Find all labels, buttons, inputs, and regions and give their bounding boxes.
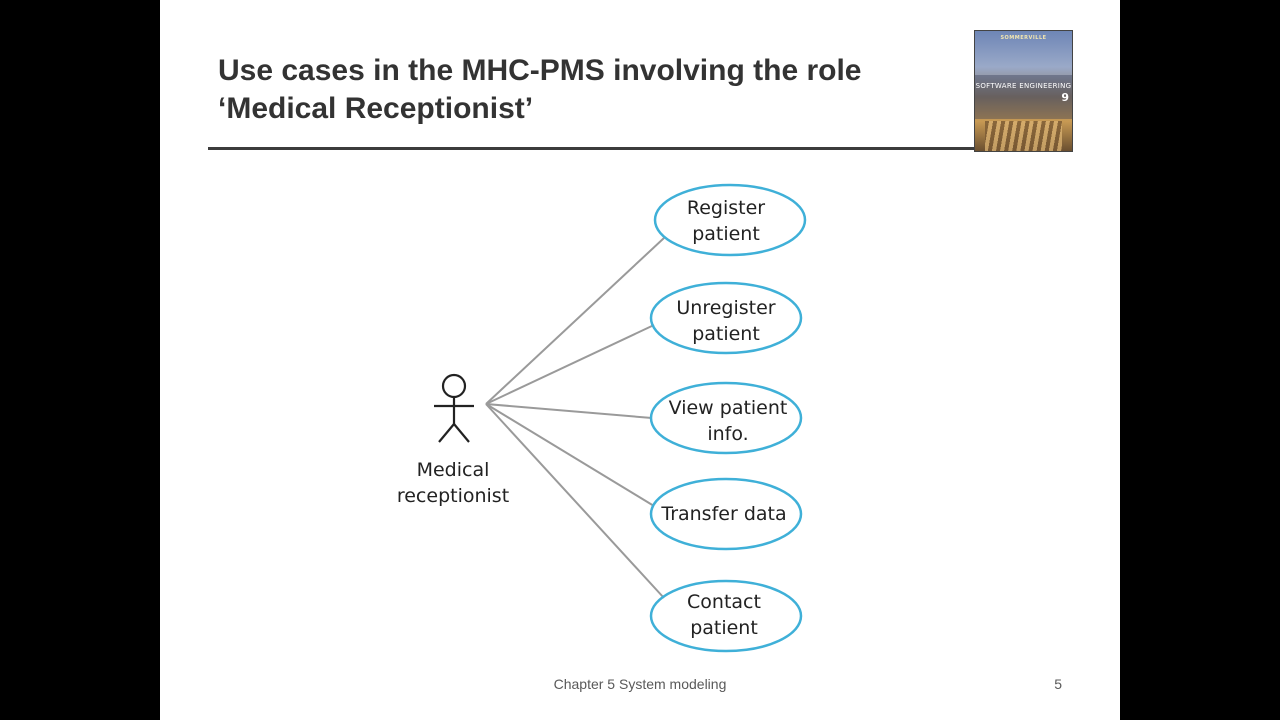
use-case-register-patient: Register patient (653, 183, 807, 257)
title-line-1: Use cases in the MHC-PMS involving the r… (218, 54, 862, 87)
book-cover-author: SOMMERVILLE (1000, 35, 1047, 41)
use-case-diagram: Medical receptionist Register patient Un… (397, 183, 807, 653)
actor-right-leg (453, 423, 470, 443)
actor-label-line1: Medical (417, 459, 490, 481)
slide-title: Use cases in the MHC-PMS involving the r… (218, 52, 958, 128)
title-line-2: ‘Medical Receptionist’ (218, 92, 534, 125)
use-case-ellipse (653, 183, 807, 257)
slide-footer: Chapter 5 System modeling (553, 676, 727, 692)
use-case-label-line1: Unregister (676, 297, 775, 319)
use-case-label-line2: patient (692, 223, 760, 245)
connector-transfer (485, 403, 655, 507)
use-case-label-line2: patient (692, 323, 760, 345)
book-cover-image: SOMMERVILLE SOFTWARE ENGINEERING 9 (974, 30, 1073, 152)
use-case-label-line2: info. (707, 423, 748, 445)
slide: Use cases in the MHC-PMS involving the r… (160, 0, 1120, 720)
connector-register (485, 237, 665, 405)
use-case-ellipse (649, 579, 803, 653)
book-cover-band (975, 75, 1072, 119)
connector-contact (485, 403, 665, 599)
book-cover-title: SOFTWARE ENGINEERING (975, 82, 1072, 90)
use-case-label-line1: Register (687, 197, 765, 219)
use-case-ellipse (649, 477, 803, 551)
use-case-ellipse (649, 281, 803, 355)
connector-unregister (485, 324, 655, 405)
use-case-label-line1: Transfer data (660, 503, 786, 525)
title-divider (208, 147, 974, 150)
actor-stick-figure (434, 373, 474, 443)
use-case-contact-patient: Contact patient (649, 579, 803, 653)
book-cover-artwork (985, 121, 1062, 151)
book-cover-edition: 9 (1061, 91, 1069, 104)
use-case-unregister-patient: Unregister patient (649, 281, 803, 355)
use-case-transfer-data: Transfer data (649, 477, 803, 551)
connectors (485, 237, 665, 599)
actor-head (441, 373, 467, 399)
use-case-label-line1: View patient (669, 397, 788, 419)
connector-view (485, 403, 653, 419)
use-case-label-line2: patient (690, 617, 758, 639)
actor-label-line2: receptionist (397, 485, 509, 507)
use-case-view-patient-info: View patient info. (649, 381, 803, 455)
use-case-label-line1: Contact (687, 591, 761, 613)
actor-left-leg (438, 423, 455, 443)
page-number: 5 (1054, 676, 1062, 692)
use-case-ellipse (649, 381, 803, 455)
